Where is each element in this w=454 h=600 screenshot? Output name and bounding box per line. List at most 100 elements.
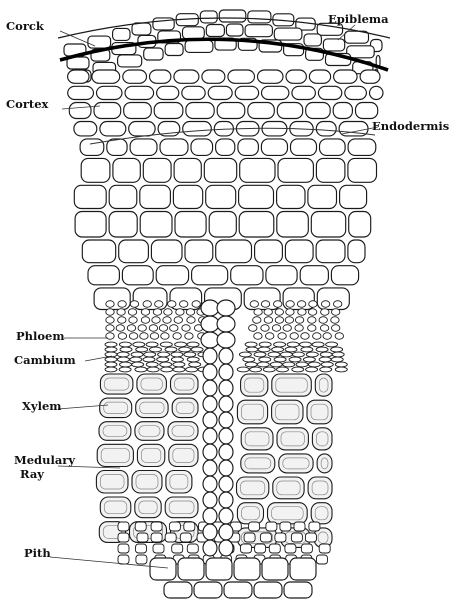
cambium-cell xyxy=(184,352,196,357)
cambium-cell xyxy=(160,362,172,367)
phloem-cell xyxy=(308,309,316,316)
cortex-cell xyxy=(154,103,183,119)
phloem-cell xyxy=(253,317,261,324)
parenchyma-cell xyxy=(118,533,129,542)
cambium-cell xyxy=(321,362,333,367)
phloem-cell xyxy=(319,317,327,324)
cambium-cell xyxy=(173,362,185,367)
pith-cell xyxy=(290,558,316,580)
parenchyma-cell xyxy=(266,522,277,531)
phloem-cell xyxy=(106,301,114,308)
cambium-cell xyxy=(250,367,262,372)
phloem-cell xyxy=(176,309,184,316)
xylem-vessel xyxy=(99,422,131,441)
cambium-label: Cambium xyxy=(14,354,76,367)
cambium-cell xyxy=(136,347,148,352)
phloem-cell xyxy=(118,333,126,340)
phloem-cell xyxy=(295,317,303,324)
phloem-cell xyxy=(149,325,157,332)
medullary-ray-label-line1: Medulary xyxy=(14,454,75,467)
cambium-cell xyxy=(243,357,255,362)
cortex-cell xyxy=(266,266,297,285)
phloem-cell xyxy=(152,317,160,324)
cortex-cell xyxy=(356,103,378,119)
xylem-vessel xyxy=(311,503,332,524)
cortex-cell xyxy=(316,158,345,182)
parenchyma-cell xyxy=(260,533,271,542)
cambium-cell xyxy=(160,342,172,347)
cambium-cell xyxy=(158,352,170,357)
cortex-cell xyxy=(173,185,202,208)
cortex-cell xyxy=(248,103,274,119)
cambium-cell xyxy=(105,362,117,367)
cortex-cell xyxy=(68,70,89,83)
cortex-cell xyxy=(239,185,274,208)
xylem-vessel xyxy=(308,477,332,499)
parenchyma-cell xyxy=(244,533,255,542)
parenchyma-cell xyxy=(319,544,330,553)
cambium-cell xyxy=(191,347,203,352)
parenchyma-cell xyxy=(309,522,320,531)
phloem-cell xyxy=(332,309,340,316)
cortex-cell xyxy=(318,86,341,99)
cambium-cell xyxy=(117,352,129,357)
cortex-cell xyxy=(94,103,121,119)
cambium-cell xyxy=(120,347,132,352)
phloem-cell xyxy=(106,325,114,332)
cambium-cell xyxy=(105,342,117,347)
phloem-cell xyxy=(334,301,342,308)
cambium-cell xyxy=(306,352,318,357)
cortex-cell xyxy=(192,266,228,285)
cortex-cell xyxy=(185,240,213,263)
phloem-cell xyxy=(308,317,316,324)
xylem-vessel xyxy=(100,497,131,518)
phloem-cell xyxy=(261,301,269,308)
cambium-cell xyxy=(280,352,292,357)
medullary-ray-cell xyxy=(201,300,219,316)
xylem-vessel xyxy=(272,400,303,424)
medullary-ray-cell xyxy=(203,380,217,396)
cambium-cell xyxy=(146,342,158,347)
cortex-cell xyxy=(345,86,367,99)
cortex-cell xyxy=(160,139,188,156)
parenchyma-cell xyxy=(172,544,183,553)
cortex-cell xyxy=(208,86,232,99)
phloem-cell xyxy=(106,317,114,324)
phloem-cell xyxy=(283,325,291,332)
cambium-cell xyxy=(239,352,251,357)
medullary-ray-cell xyxy=(219,476,233,492)
phloem-cell xyxy=(128,309,136,316)
cortex-cell xyxy=(204,158,236,182)
pith-label: Pith xyxy=(24,547,51,560)
phloem-cell xyxy=(141,317,149,324)
phloem-cell xyxy=(168,301,176,308)
cortex-cell xyxy=(80,139,104,156)
phloem-cell xyxy=(275,309,283,316)
parenchyma-cell xyxy=(269,544,280,553)
cambium-cell xyxy=(237,367,249,372)
epidermal-cell xyxy=(200,11,217,23)
medullary-ray-cell xyxy=(219,492,233,508)
phloem-cell xyxy=(272,325,280,332)
cortex-cell xyxy=(69,103,91,119)
phloem-cell xyxy=(116,325,124,332)
cambium-cell xyxy=(316,347,328,352)
cortex-cell xyxy=(183,122,212,136)
phloem-cell xyxy=(140,333,148,340)
phloem-cell xyxy=(275,317,283,324)
parenchyma-cell xyxy=(118,555,129,564)
cortex-label: Cortex xyxy=(6,98,48,111)
epidermal-cell xyxy=(345,31,369,43)
cortex-cell xyxy=(360,70,380,83)
xylem-vessel xyxy=(312,428,332,450)
cambium-cell xyxy=(105,347,117,352)
cortex-cell xyxy=(100,122,126,136)
cortex-cell xyxy=(311,212,345,238)
epidermal-cell xyxy=(185,40,213,52)
cortex-cell xyxy=(240,158,275,182)
medullary-ray-cell xyxy=(203,348,217,364)
phloem-cell xyxy=(187,317,195,324)
pith-cell xyxy=(178,558,204,580)
parenchyma-cell xyxy=(280,522,291,531)
phloem-cell xyxy=(250,301,258,308)
